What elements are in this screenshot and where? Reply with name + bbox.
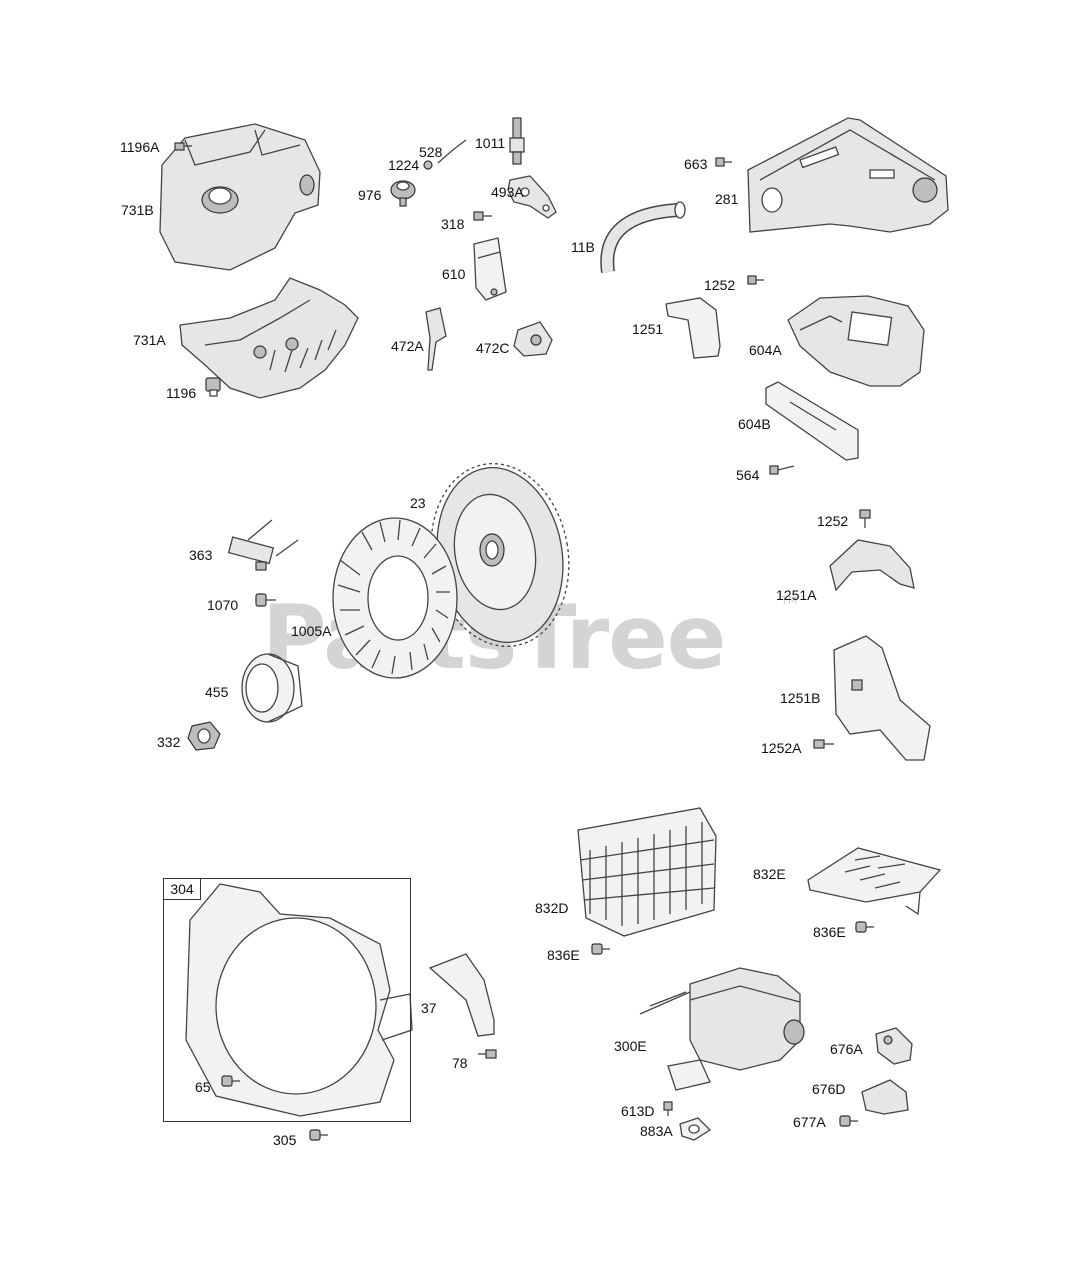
part-label-1011[interactable]: 1011 <box>475 135 506 151</box>
part-label-493a[interactable]: 493A <box>491 184 524 200</box>
part-drawing-836E-b <box>855 921 874 933</box>
kit-304-box <box>163 878 411 1122</box>
part-label-472c[interactable]: 472C <box>476 340 510 356</box>
part-label-836e[interactable]: 836E <box>813 924 846 940</box>
part-label-78[interactable]: 78 <box>452 1055 468 1071</box>
part-label-37[interactable]: 37 <box>421 1000 437 1016</box>
part-label-1252[interactable]: 1252 <box>704 277 736 293</box>
part-drawing-832E <box>807 847 942 916</box>
part-label-1251a[interactable]: 1251A <box>776 587 817 603</box>
part-label-1252[interactable]: 1252 <box>817 513 849 529</box>
part-label-604a[interactable]: 604A <box>749 342 782 358</box>
part-label-281[interactable]: 281 <box>715 191 739 207</box>
part-drawing-676A <box>875 1027 913 1065</box>
part-drawing-883A <box>679 1117 712 1141</box>
part-drawing-455 <box>241 653 303 723</box>
part-label-613d[interactable]: 613D <box>621 1103 655 1119</box>
part-drawing-1251B <box>833 635 931 761</box>
part-drawing-300E <box>639 967 805 1091</box>
part-label-883a[interactable]: 883A <box>640 1123 673 1139</box>
part-label-976[interactable]: 976 <box>358 187 382 203</box>
part-drawing-1070 <box>255 593 276 607</box>
part-label-731a[interactable]: 731A <box>133 332 166 348</box>
part-drawing-836E-a <box>591 943 610 955</box>
part-label-300e[interactable]: 300E <box>614 1038 647 1054</box>
part-drawing-305 <box>185 883 413 1117</box>
part-label-663[interactable]: 663 <box>684 156 708 172</box>
part-drawing-332 <box>187 721 221 751</box>
part-drawing-65 <box>221 1075 240 1087</box>
part-drawing-318 <box>473 211 492 221</box>
part-drawing-604A <box>787 295 925 387</box>
part-label-731b[interactable]: 731B <box>121 202 154 218</box>
part-label-528[interactable]: 528 <box>419 144 443 160</box>
part-drawing-1252A <box>813 739 834 749</box>
part-drawing-1252-b <box>859 509 871 528</box>
part-drawing-1196A <box>174 142 192 151</box>
part-label-318[interactable]: 318 <box>441 216 465 232</box>
part-label-332[interactable]: 332 <box>157 734 181 750</box>
part-drawing-610 <box>473 237 507 301</box>
part-label-677a[interactable]: 677A <box>793 1114 826 1130</box>
part-drawing-1251 <box>665 297 721 359</box>
part-drawing-731B <box>159 123 321 271</box>
part-label-1251b[interactable]: 1251B <box>780 690 821 706</box>
part-label-1196a[interactable]: 1196A <box>120 139 160 155</box>
part-label-23[interactable]: 23 <box>410 495 426 511</box>
part-drawing-493A <box>507 175 557 219</box>
part-drawing-677A <box>839 1115 858 1127</box>
part-label-1070[interactable]: 1070 <box>207 597 239 613</box>
part-drawing-1011 <box>509 117 525 165</box>
part-label-610[interactable]: 610 <box>442 266 466 282</box>
part-drawing-37 <box>428 953 495 1037</box>
part-label-305[interactable]: 305 <box>273 1132 297 1148</box>
part-label-65[interactable]: 65 <box>195 1079 211 1095</box>
part-label-676d[interactable]: 676D <box>812 1081 846 1097</box>
part-drawing-305-screw <box>309 1129 328 1141</box>
part-label-1005a[interactable]: 1005A <box>291 623 332 639</box>
kit-304-label: 304 <box>163 878 201 900</box>
watermark-trademark: TM <box>781 594 798 607</box>
part-label-1252a[interactable]: 1252A <box>761 740 802 756</box>
part-label-836e[interactable]: 836E <box>547 947 580 963</box>
part-label-832e[interactable]: 832E <box>753 866 786 882</box>
part-drawing-1252-a <box>747 275 764 285</box>
part-drawing-663 <box>715 157 732 167</box>
part-drawing-676D <box>861 1079 909 1115</box>
part-label-1196[interactable]: 1196 <box>166 385 197 401</box>
part-drawing-1005A <box>332 517 458 679</box>
part-label-1251[interactable]: 1251 <box>632 321 664 337</box>
part-label-363[interactable]: 363 <box>189 547 213 563</box>
part-drawing-976 <box>390 180 416 207</box>
part-drawing-11B <box>600 201 686 273</box>
part-drawing-472A <box>425 307 447 371</box>
part-label-564[interactable]: 564 <box>736 467 760 483</box>
part-label-11b[interactable]: 11B <box>571 239 595 255</box>
part-drawing-363 <box>227 519 299 571</box>
part-drawing-613D <box>663 1101 673 1116</box>
part-drawing-281 <box>747 117 949 233</box>
part-drawing-1224 <box>423 160 433 170</box>
part-label-604b[interactable]: 604B <box>738 416 771 432</box>
part-label-455[interactable]: 455 <box>205 684 229 700</box>
part-drawing-832D <box>577 807 717 937</box>
part-drawing-23 <box>430 462 570 648</box>
part-drawing-604B <box>765 381 859 461</box>
part-label-1224[interactable]: 1224 <box>388 157 420 173</box>
part-label-472a[interactable]: 472A <box>391 338 424 354</box>
part-drawing-564 <box>769 465 795 475</box>
part-label-676a[interactable]: 676A <box>830 1041 863 1057</box>
part-drawing-731A <box>179 277 359 399</box>
part-drawing-1196 <box>205 377 221 397</box>
part-label-832d[interactable]: 832D <box>535 900 569 916</box>
part-drawing-528 <box>437 139 467 164</box>
part-drawing-1251A <box>829 539 915 592</box>
part-drawing-472C <box>513 321 553 357</box>
part-drawing-78 <box>478 1049 497 1059</box>
